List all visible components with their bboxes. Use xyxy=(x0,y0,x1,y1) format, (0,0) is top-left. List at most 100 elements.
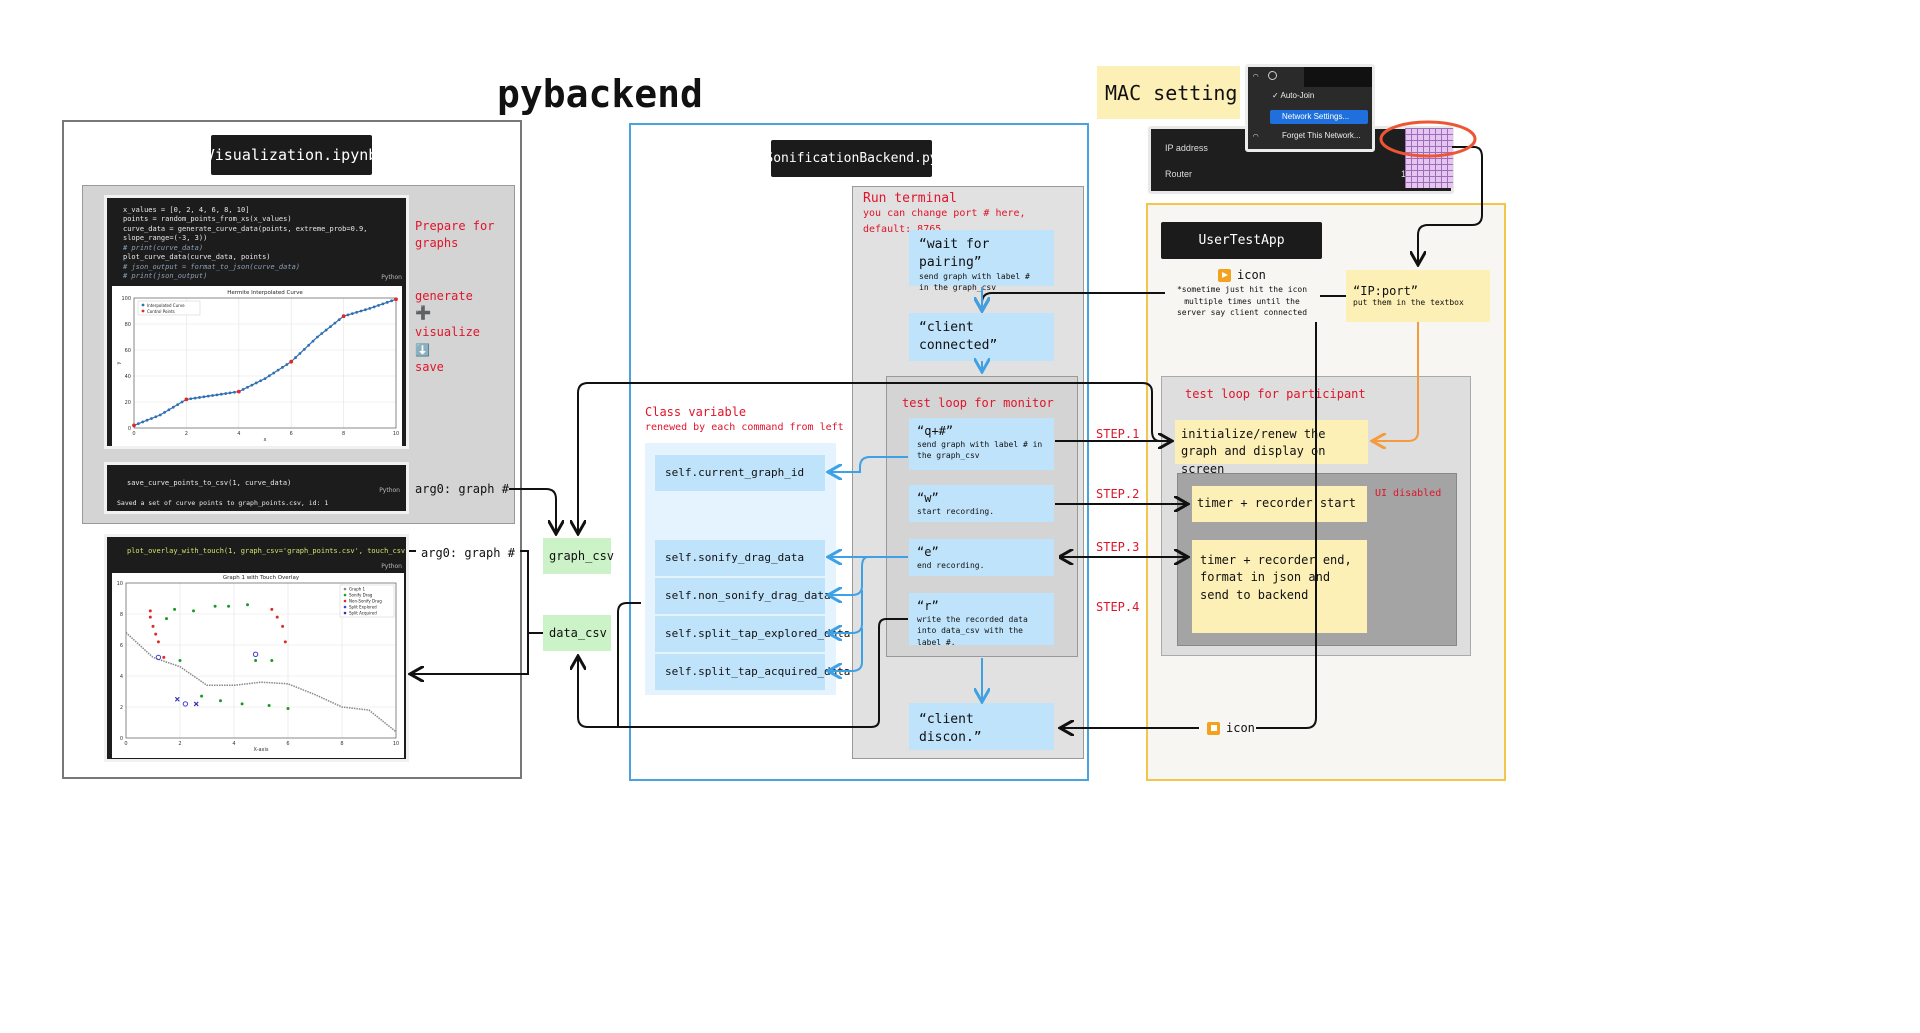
legend-entry: Split Acquired xyxy=(349,611,377,616)
python-tag: Python xyxy=(381,563,402,570)
control-point xyxy=(132,423,136,428)
ip-redacted-patch xyxy=(1405,128,1453,188)
code-line: # print(curve_data) xyxy=(123,243,204,252)
step-4-label: STEP.4 xyxy=(1096,600,1140,614)
pybackend-title: pybackend xyxy=(497,72,703,116)
sonify-drag-point xyxy=(192,609,195,613)
menu-auto-join[interactable]: ✓ Auto-Join xyxy=(1272,91,1315,100)
non-sonify-drag-point xyxy=(162,655,166,659)
non-sonify-drag-point xyxy=(156,640,160,644)
curve-point xyxy=(324,328,328,332)
step-2-label: STEP.2 xyxy=(1096,487,1140,501)
x-tick-label: 8 xyxy=(340,741,343,747)
monitor-loop-title: test loop for monitor xyxy=(902,396,1054,410)
curve-point xyxy=(272,371,276,375)
curve-point xyxy=(359,309,363,313)
stop-icon-row: icon xyxy=(1207,721,1255,735)
curve-point xyxy=(316,335,319,339)
curve-point xyxy=(368,307,372,310)
curve-point xyxy=(311,339,315,343)
curve-point xyxy=(211,394,214,397)
code-line: curve_data = generate_curve_data(points,… xyxy=(123,224,368,243)
y-tick-label: 60 xyxy=(125,348,131,354)
legend-marker xyxy=(343,593,347,597)
curve-point xyxy=(276,368,280,372)
ip-address-label: IP address xyxy=(1165,143,1208,153)
curve-point xyxy=(193,396,197,400)
var-current-graph-id: self.current_graph_id xyxy=(655,455,825,491)
curve-point xyxy=(141,420,145,424)
y-tick-label: 80 xyxy=(125,322,131,328)
visualize-text: visualize xyxy=(415,325,481,340)
legend-marker xyxy=(141,303,145,307)
sonify-drag-point xyxy=(267,703,271,707)
sonify-drag-point xyxy=(165,617,168,621)
curve-point xyxy=(176,403,180,406)
control-point xyxy=(341,314,346,319)
x-axis-label: x xyxy=(264,437,267,443)
wifi-icon: ◠ xyxy=(1253,132,1259,142)
control-point xyxy=(289,359,294,364)
y-tick-label: 0 xyxy=(128,426,131,432)
non-sonify-drag-point xyxy=(151,624,155,628)
y-tick-label: 10 xyxy=(117,581,123,587)
menu-forget-network[interactable]: Forget This Network... xyxy=(1282,131,1361,140)
python-tag: Python xyxy=(381,274,402,281)
icon-label: icon xyxy=(1237,268,1266,282)
r-box: “r” write the recorded data into data_cs… xyxy=(909,593,1054,647)
curve-point xyxy=(381,302,385,306)
curve-point xyxy=(320,332,324,335)
y-tick-label: 20 xyxy=(125,400,131,406)
code-line: plot_overlay_with_touch(1, graph_csv='gr… xyxy=(107,539,405,565)
x-tick-label: 10 xyxy=(393,431,399,437)
curve-point xyxy=(215,393,219,397)
curve-point xyxy=(346,313,350,317)
legend-marker xyxy=(343,611,347,615)
sonify-drag-point xyxy=(286,707,290,711)
sonify-drag-point xyxy=(178,659,182,662)
wifi-icon: ◠ xyxy=(1253,72,1259,82)
curve-point xyxy=(302,347,306,351)
split-explored-point xyxy=(155,654,162,661)
curve-point xyxy=(150,417,153,420)
stop-icon-label: icon xyxy=(1226,721,1255,735)
non-sonify-drag-point xyxy=(154,632,158,636)
sonify-drag-point xyxy=(213,604,217,608)
participant-loop-title: test loop for participant xyxy=(1185,387,1366,401)
ip-port-title: “IP:port” xyxy=(1353,284,1419,298)
curve-point xyxy=(224,392,228,395)
curve-point xyxy=(163,411,166,414)
x-tick-label: 4 xyxy=(237,431,240,437)
init-graph-box: initialize/renew the graph and display o… xyxy=(1175,420,1368,476)
curve-point xyxy=(171,405,175,409)
legend-marker xyxy=(141,309,145,313)
icon-note: *sometime just hit the icon multiple tim… xyxy=(1176,285,1308,318)
x-tick-label: 2 xyxy=(178,741,181,747)
curve-point xyxy=(154,415,158,419)
generate-note: generate ➕ visualize ⬇️ save xyxy=(415,288,480,376)
code-line: x_values = [0, 2, 4, 6, 8, 10] xyxy=(123,206,250,214)
curve-point xyxy=(372,305,376,309)
qh-sub: send graph with label # in the graph_csv xyxy=(917,440,1043,461)
menu-network-settings[interactable]: Network Settings... xyxy=(1270,110,1368,124)
curve-point xyxy=(285,363,289,366)
sonify-drag-point xyxy=(270,659,274,662)
split-acquired-point xyxy=(174,696,180,702)
code-line: # json_output = format_to_json(curve_dat… xyxy=(123,262,301,271)
data-csv-box: data_csv xyxy=(543,615,611,651)
curve-point xyxy=(364,308,367,312)
plus-icon: ➕ xyxy=(415,306,432,322)
curve-point xyxy=(198,396,201,399)
split-explored-point xyxy=(182,701,189,707)
x-axis-label: X-axis xyxy=(254,747,269,753)
class-variable-title: Class variable xyxy=(645,405,747,419)
chart-title: Graph 1 with Touch Overlay xyxy=(223,575,300,581)
play-icon xyxy=(1218,268,1231,282)
w-sub: start recording. xyxy=(917,507,995,517)
legend-marker xyxy=(343,587,347,591)
sonify-drag-point xyxy=(227,604,231,608)
var-split-tap-explored: self.split_tap_explored_data xyxy=(655,616,850,652)
e-title: “e” xyxy=(917,545,939,559)
play-icon-row: icon xyxy=(1218,268,1266,282)
